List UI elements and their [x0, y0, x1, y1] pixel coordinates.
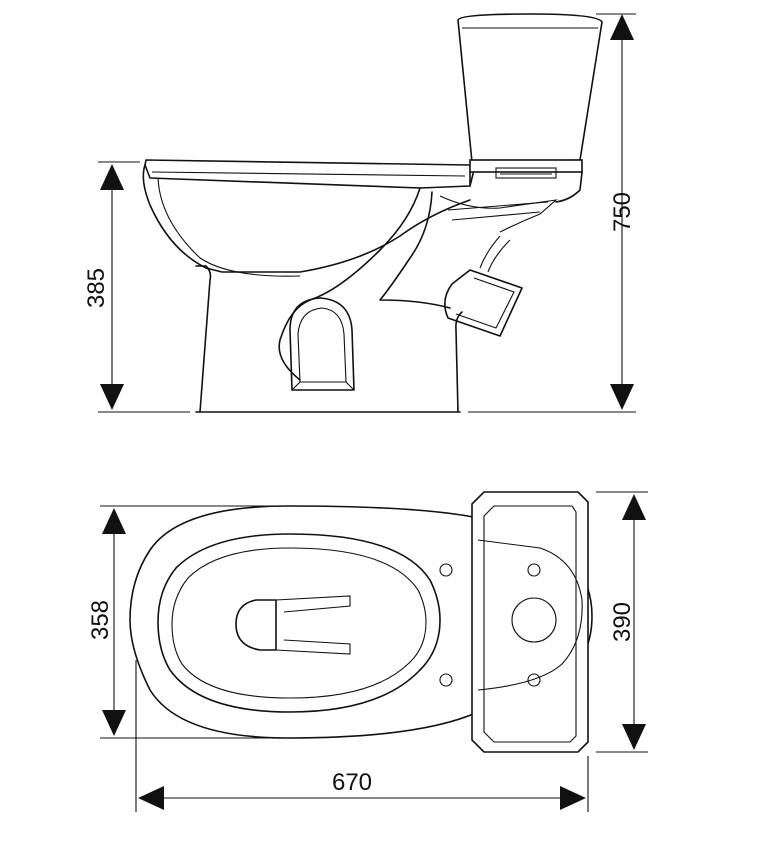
- arrow-right: [560, 786, 586, 810]
- side-view: 385 750: [83, 13, 636, 413]
- dim-385-label: 385: [83, 268, 110, 308]
- dim-750-label: 750: [609, 192, 636, 232]
- arrow-down: [622, 724, 646, 750]
- top-view: 358 390 670: [87, 491, 648, 812]
- arrow-up: [622, 494, 646, 520]
- arrow-down: [100, 384, 124, 410]
- dim-358-label: 358: [87, 600, 114, 640]
- arrow-up: [100, 164, 124, 190]
- flush-valve-hole: [511, 597, 557, 643]
- arrow-down: [102, 710, 126, 736]
- dim-670-label: 670: [332, 769, 372, 796]
- arrow-up: [102, 508, 126, 534]
- dim-390-label: 390: [609, 602, 636, 642]
- arrow-up: [610, 14, 634, 40]
- arrow-down: [610, 384, 634, 410]
- arrow-left: [138, 786, 164, 810]
